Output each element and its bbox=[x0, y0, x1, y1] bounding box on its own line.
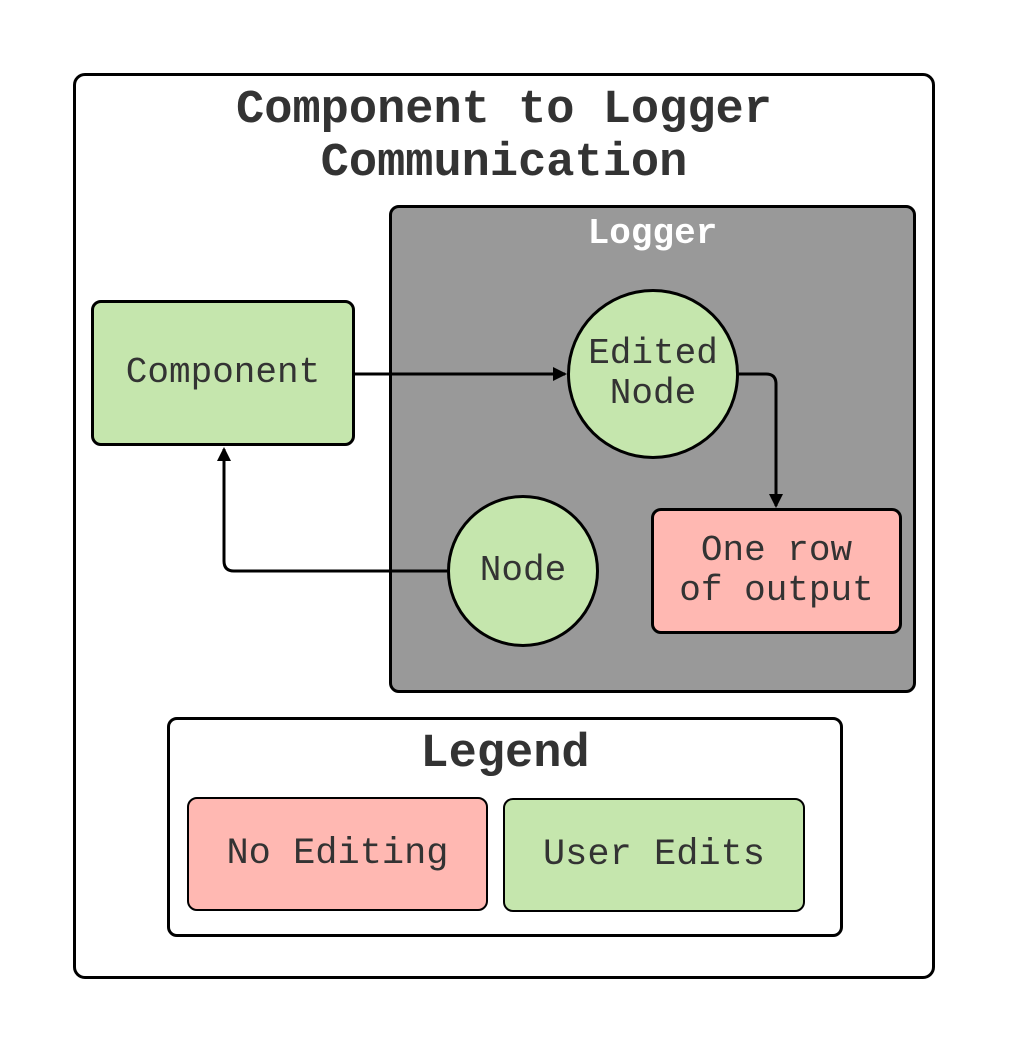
legend-title: Legend bbox=[420, 728, 590, 781]
diagram-title: Component to Logger Communication bbox=[236, 84, 772, 190]
legend-user-edits: User Edits bbox=[503, 798, 805, 912]
edited-node-circle: Edited Node bbox=[567, 289, 739, 459]
component-node: Component bbox=[91, 300, 355, 446]
output-row-box: One row of output bbox=[651, 508, 902, 634]
logger-label: Logger bbox=[587, 213, 718, 254]
node-circle: Node bbox=[447, 495, 599, 647]
legend-no-editing: No Editing bbox=[187, 797, 488, 911]
